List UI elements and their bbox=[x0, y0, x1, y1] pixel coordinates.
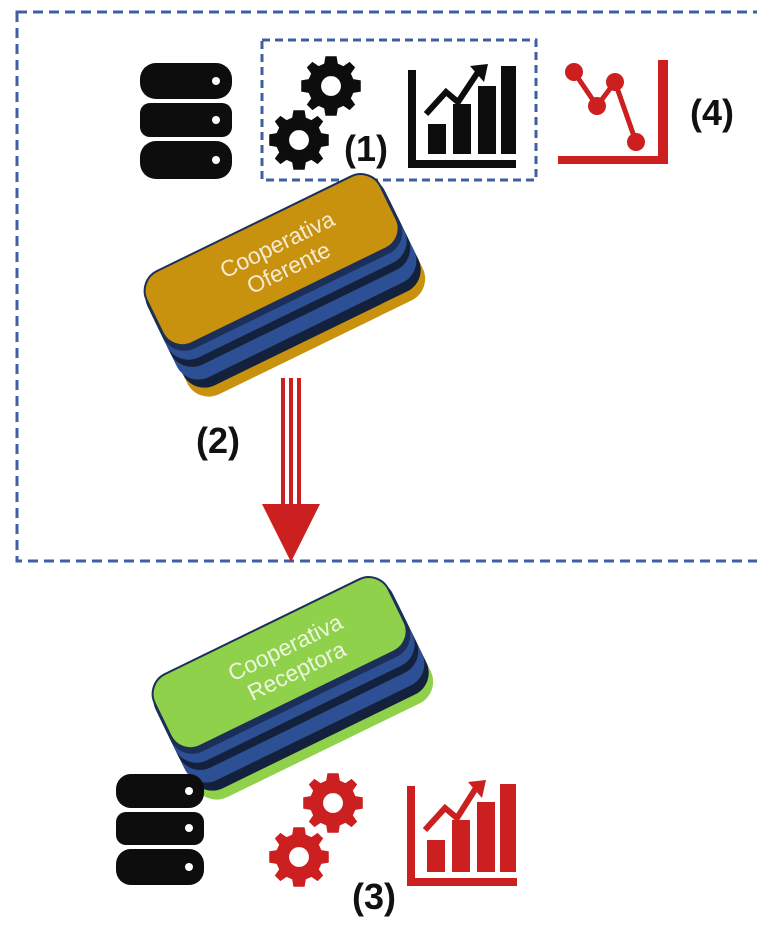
bar-chart-icon bbox=[408, 64, 516, 168]
bar-chart-icon bbox=[407, 780, 517, 886]
gears-icon bbox=[269, 773, 363, 887]
step-4-label: (4) bbox=[690, 92, 734, 133]
offerer-node-shape bbox=[143, 173, 426, 397]
step-2-label: (2) bbox=[196, 420, 240, 461]
scope-frame bbox=[15, 10, 757, 563]
step-3-label: (3) bbox=[352, 876, 396, 917]
arrow-down-icon bbox=[262, 378, 320, 562]
analytics-frame bbox=[260, 38, 538, 182]
database-icon bbox=[116, 774, 204, 885]
step-1-label: (1) bbox=[344, 128, 388, 169]
database-icon bbox=[140, 63, 232, 179]
receiver-node-shape bbox=[151, 576, 434, 800]
line-chart-icon bbox=[558, 60, 668, 164]
